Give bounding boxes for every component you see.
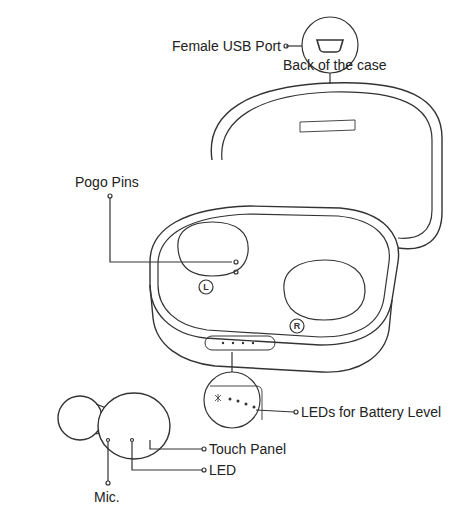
leader-dot (202, 447, 206, 451)
part-label: LED (209, 462, 236, 478)
leader-line (150, 440, 202, 449)
leader-dot (284, 44, 288, 48)
inset-panel (210, 386, 262, 420)
ear-tip (58, 396, 102, 440)
leader-line (132, 442, 202, 470)
battery-leds (229, 398, 256, 409)
part-label: Back of the case (283, 57, 387, 73)
leader-line (107, 442, 108, 481)
part-label: Female USB Port (172, 38, 281, 54)
leader-dot (106, 481, 110, 485)
button-icon (215, 394, 221, 402)
leader-dot (108, 194, 112, 198)
side-marking: R (294, 321, 301, 331)
leader-dot (202, 468, 206, 472)
case-body-top (150, 206, 399, 345)
front-panel (205, 336, 275, 350)
led-window (131, 439, 134, 442)
right-cavity (284, 260, 365, 320)
case-rim (158, 214, 389, 337)
micro-usb-port (317, 40, 343, 52)
leader-dot (294, 410, 298, 414)
part-label: Mic. (94, 489, 120, 505)
pogo-pin (234, 260, 238, 264)
part-label: Touch Panel (209, 441, 286, 457)
leader-line (231, 352, 232, 372)
led-dots (222, 342, 254, 344)
r-marking (290, 319, 304, 333)
mic-hole (107, 439, 110, 442)
pogo-pin (234, 270, 238, 274)
side-marking: L (203, 282, 209, 292)
leader-line (110, 198, 232, 262)
part-label: Pogo Pins (75, 174, 139, 190)
lid-hinge (300, 120, 355, 132)
part-label: LEDs for Battery Level (301, 404, 441, 420)
leader-line (256, 410, 294, 412)
led-inset (204, 372, 260, 428)
case-body-side (150, 285, 392, 372)
l-marking (199, 280, 213, 294)
left-cavity (178, 222, 248, 276)
